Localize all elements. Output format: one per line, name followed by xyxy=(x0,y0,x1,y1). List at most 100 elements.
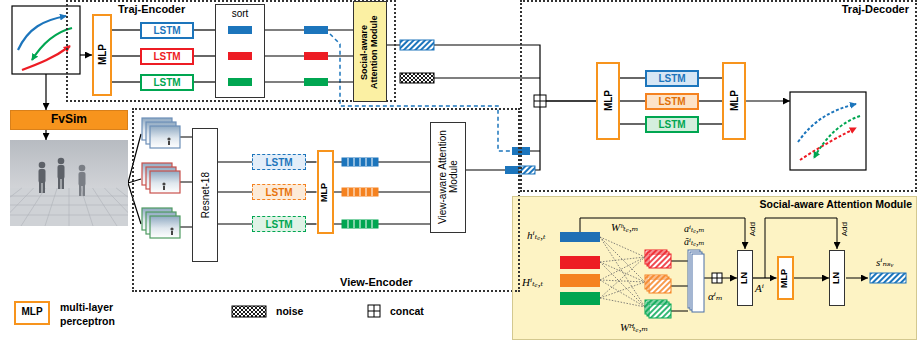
layout-arrow xyxy=(45,130,46,140)
feature-bar xyxy=(348,158,372,228)
simulated-scene xyxy=(79,172,86,186)
mlp-box: MLP xyxy=(596,62,620,140)
simulated-scene xyxy=(62,178,64,189)
connector xyxy=(699,77,722,78)
math-symbol: Hⁱₜₑ,ₜ xyxy=(522,276,543,289)
attention-bars xyxy=(560,232,906,305)
view-image-stack xyxy=(150,126,180,148)
layer-norm-box: LN xyxy=(737,250,753,306)
connector xyxy=(194,81,215,82)
operation-label: Add xyxy=(840,222,849,236)
trajectory-input-image xyxy=(12,6,80,74)
simulated-scene xyxy=(79,185,81,196)
node-label: LSTM xyxy=(265,219,292,230)
math-symbol: ãⁱₜₑ,ₘ xyxy=(684,236,705,248)
simulated-scene xyxy=(10,188,128,226)
node-label: LSTM xyxy=(153,51,180,62)
simulator-box: FvSim xyxy=(10,110,128,130)
view-image-stack xyxy=(150,216,180,238)
connector xyxy=(218,191,252,192)
trajectory-output-image xyxy=(798,104,856,142)
node-label: sort xyxy=(232,8,249,19)
weight-stack xyxy=(645,250,671,318)
lstm-box: LSTM xyxy=(252,154,306,170)
region-heading: Traj-Decoder xyxy=(842,3,909,15)
view-image-stack xyxy=(142,163,180,193)
attention-bars xyxy=(560,292,600,305)
legend-swatch xyxy=(368,305,380,317)
node-label: MLP xyxy=(603,90,614,111)
concat-symbol xyxy=(534,95,546,107)
concat-symbol xyxy=(534,95,722,283)
trajectory-output-image xyxy=(790,92,866,170)
simulated-scene xyxy=(83,185,85,196)
connector xyxy=(306,161,317,162)
legend-text: concat xyxy=(390,305,424,319)
connector xyxy=(306,223,317,224)
connector xyxy=(194,55,215,56)
connector xyxy=(699,123,722,124)
connector xyxy=(265,30,353,82)
concat-symbol xyxy=(534,95,546,107)
lstm-box: LSTM xyxy=(645,93,699,110)
node-label: Social-aware Attention Module xyxy=(360,7,380,97)
region-heading: Social-aware Attention Module xyxy=(760,199,912,211)
trajectory-input-image xyxy=(22,46,70,70)
feature-bar xyxy=(304,26,328,34)
node-label: LSTM xyxy=(265,187,292,198)
attention-detail xyxy=(580,218,868,311)
connector xyxy=(794,277,830,278)
region-heading: Traj-Encoder xyxy=(118,3,185,15)
trajectory-input-image xyxy=(12,6,80,74)
connector xyxy=(194,29,215,30)
weight-stack xyxy=(649,304,671,318)
connector xyxy=(112,55,140,56)
view-image-stack xyxy=(162,182,165,185)
simulated-scene xyxy=(79,165,86,172)
layout-arrow xyxy=(80,54,92,55)
concat-symbol xyxy=(712,273,722,283)
connector xyxy=(112,81,140,82)
feature-bar xyxy=(505,166,519,174)
panel-fill xyxy=(512,196,917,340)
sort-box: sort xyxy=(215,4,265,98)
layout-arrow xyxy=(180,137,192,227)
operation-label: Add xyxy=(748,222,757,236)
connector xyxy=(306,191,317,192)
simulated-scene xyxy=(58,158,65,165)
weight-stack xyxy=(649,254,671,268)
simulated-scene xyxy=(43,182,45,193)
feature-bar xyxy=(304,78,328,86)
inset-panel: Social-aware Attention ModuleLNMLPLN xyxy=(512,196,917,340)
trajectory-output-image xyxy=(814,116,860,158)
attention-detail xyxy=(580,218,745,249)
connector xyxy=(112,29,140,30)
connector xyxy=(699,100,722,101)
connector xyxy=(620,77,645,78)
attention-bars xyxy=(560,232,600,242)
connector xyxy=(466,101,596,170)
feature-bar xyxy=(400,73,434,83)
encoder-region: Traj-EncoderMLPLSTMLSTMLSTMsortSocial-aw… xyxy=(66,0,396,102)
lstm-box: LSTM xyxy=(645,70,699,87)
score-stack xyxy=(688,250,704,312)
feature-bar xyxy=(228,78,252,86)
simulated-scene xyxy=(58,178,60,189)
layout-arrow xyxy=(128,134,141,224)
legend-swatch xyxy=(15,302,49,324)
node-label: LSTM xyxy=(658,96,685,107)
layout-arrow xyxy=(45,74,46,110)
lstm-box: LSTM xyxy=(140,22,194,39)
weight-stack xyxy=(649,279,671,293)
score-stack xyxy=(692,254,704,312)
view-image-stack xyxy=(163,186,165,190)
simulated-scene xyxy=(39,169,46,183)
trajectory-output-image xyxy=(790,92,866,170)
view-image-stack xyxy=(167,137,170,140)
node-label: LN xyxy=(832,272,842,284)
attention-bars xyxy=(560,274,600,287)
feature-bar xyxy=(304,52,328,60)
math-symbol: aⁱₜₑ,ₘ xyxy=(684,223,705,235)
simulated-scene xyxy=(10,188,128,226)
view-image-stack xyxy=(142,208,180,238)
